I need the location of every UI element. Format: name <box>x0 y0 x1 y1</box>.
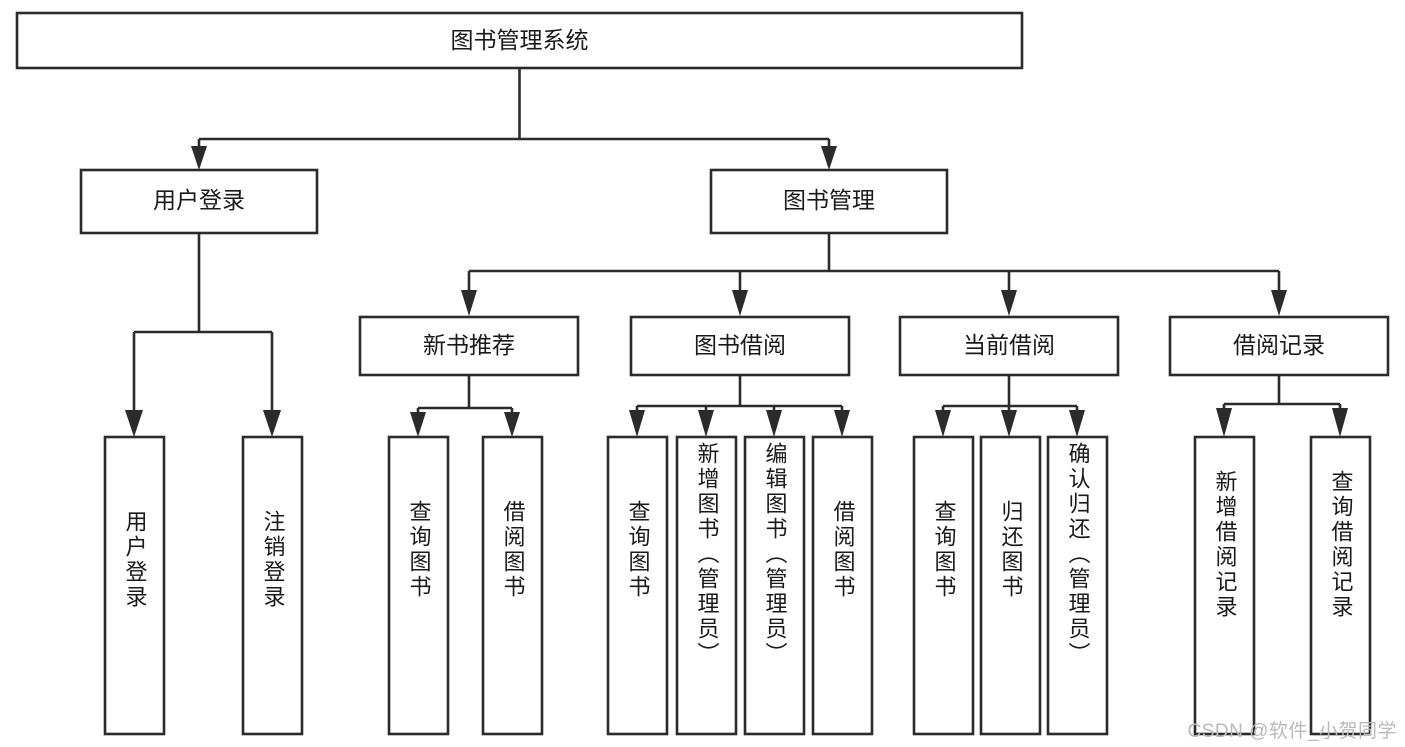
node-current-borrow-label: 当前借阅 <box>963 332 1055 358</box>
leaf-box-query-book-1[interactable] <box>387 435 450 736</box>
leaf-box-query-book-2[interactable] <box>606 435 669 736</box>
arrow-bb-leaf-4-icon <box>834 410 850 437</box>
node-root-box[interactable] <box>15 11 1024 70</box>
leaf-box-edit-book[interactable] <box>743 435 806 736</box>
node-borrow-record-box[interactable] <box>1168 315 1390 377</box>
arrow-cb-leaf-2-icon <box>1001 410 1017 437</box>
arrow-root-to-user-login-icon <box>191 146 207 170</box>
arrow-user-login-leaf-1-icon <box>125 410 143 437</box>
node-new-book-recommend-label: 新书推荐 <box>423 332 515 358</box>
node-root-label: 图书管理系统 <box>451 27 589 53</box>
arrow-cb-leaf-3-icon <box>1069 410 1085 437</box>
node-user-login-box[interactable] <box>79 168 319 235</box>
arrow-bb-leaf-3-icon <box>766 410 782 437</box>
leaf-box-add-record[interactable] <box>1193 435 1256 736</box>
arrow-bb-leaf-1-icon <box>629 410 645 437</box>
node-book-borrow-box[interactable] <box>629 315 851 377</box>
node-current-borrow-box[interactable] <box>898 315 1120 377</box>
node-book-manage[interactable]: 图书管理 <box>709 168 949 235</box>
connector-group-book-borrow <box>629 375 850 437</box>
connector-group-borrow-record <box>1216 375 1348 437</box>
node-book-borrow[interactable]: 图书借阅 <box>629 315 851 377</box>
node-user-login-label: 用户登录 <box>153 187 245 213</box>
arrow-cb-leaf-1-icon <box>935 410 951 437</box>
leaf-box-return-book[interactable] <box>979 435 1042 736</box>
connector-group-book-manage <box>461 233 1287 316</box>
connector-group-current-borrow <box>935 375 1085 437</box>
arrow-br-leaf-1-icon <box>1216 408 1232 437</box>
leaf-box-query-book-3[interactable] <box>912 435 975 736</box>
leaf-box-add-book[interactable] <box>675 435 738 736</box>
arrow-br-leaf-2-icon <box>1332 408 1348 437</box>
leaf-box-confirm-return[interactable] <box>1046 435 1109 736</box>
connector-group-user-login <box>125 233 281 437</box>
leaf-box-query-record[interactable] <box>1309 435 1372 736</box>
leaf-box-logout[interactable] <box>241 435 304 736</box>
arrow-nbr-leaf-2-icon <box>504 412 520 437</box>
arrow-bm-to-borrow-record-icon <box>1271 290 1287 316</box>
leaf-boxes-group <box>103 435 1372 736</box>
leaf-box-borrow-book-2[interactable] <box>811 435 874 736</box>
arrow-bm-to-current-borrow-icon <box>1001 290 1017 316</box>
leaf-box-user-login[interactable] <box>103 435 166 736</box>
arrow-root-to-book-manage-icon <box>821 146 837 170</box>
node-current-borrow[interactable]: 当前借阅 <box>898 315 1120 377</box>
connector-group-root <box>191 68 837 170</box>
arrow-bm-to-book-borrow-icon <box>732 290 748 316</box>
arrow-bb-leaf-2-icon <box>698 410 714 437</box>
watermark-text: CSDN @软件_小贺同学 <box>1187 721 1397 742</box>
node-book-manage-box[interactable] <box>709 168 949 235</box>
node-new-book-recommend-box[interactable] <box>358 315 580 377</box>
node-new-book-recommend[interactable]: 新书推荐 <box>358 315 580 377</box>
node-user-login[interactable]: 用户登录 <box>79 168 319 235</box>
leaf-box-borrow-book-1[interactable] <box>481 435 544 736</box>
node-borrow-record[interactable]: 借阅记录 <box>1168 315 1390 377</box>
arrow-bm-to-new-book-icon <box>461 290 477 316</box>
connector-group-new-book-recommend <box>410 375 520 437</box>
node-borrow-record-label: 借阅记录 <box>1233 332 1325 358</box>
arrow-nbr-leaf-1-icon <box>410 412 426 437</box>
arrow-user-login-leaf-2-icon <box>263 410 281 437</box>
node-book-borrow-label: 图书借阅 <box>694 332 786 358</box>
node-book-manage-label: 图书管理 <box>783 187 875 213</box>
node-root[interactable]: 图书管理系统 <box>15 11 1024 70</box>
